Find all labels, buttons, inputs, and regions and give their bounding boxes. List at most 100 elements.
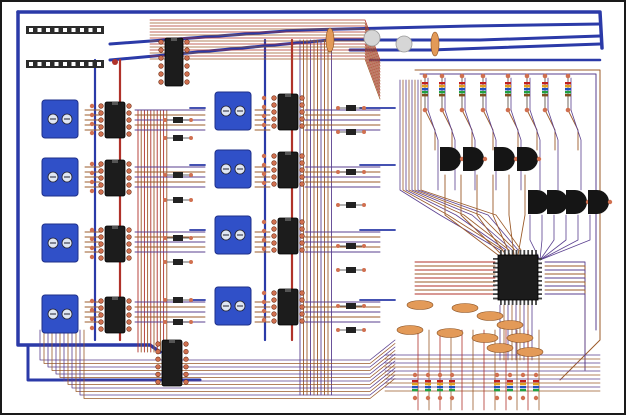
gate-to-mcu-trace <box>420 79 522 251</box>
routing-top <box>149 43 381 85</box>
resistor-vertical <box>480 73 486 113</box>
resistor-pad <box>336 203 340 207</box>
mcu-fanout-right <box>544 293 586 371</box>
potentiometer-body <box>41 223 79 263</box>
ic-pad <box>184 47 190 53</box>
resistor-pad <box>542 73 548 79</box>
resistor-pad <box>533 395 539 401</box>
ic-body <box>164 37 184 87</box>
gate-to-mcu-trace <box>405 79 507 251</box>
ic-pad <box>184 71 190 77</box>
logic-gate <box>517 147 542 171</box>
resistor-pad <box>189 320 193 324</box>
ic-pad <box>126 168 132 174</box>
pot-pad <box>261 228 267 234</box>
resistor-band <box>425 386 431 389</box>
resistor-pad <box>425 372 431 378</box>
resistor-band <box>520 380 526 383</box>
ic-chip <box>271 288 305 326</box>
resistor-horizontal <box>163 197 193 203</box>
oval-capacitor <box>476 311 504 321</box>
ic-pad <box>271 318 277 324</box>
mcu-pin <box>537 275 542 278</box>
resistor-band <box>412 383 418 386</box>
ic-pad <box>98 234 104 240</box>
resistor-pad <box>362 130 366 134</box>
ic-pad <box>98 110 104 116</box>
gate-output-pad <box>607 199 613 205</box>
ic-pad <box>158 47 164 53</box>
ic-pad <box>98 182 104 188</box>
resistor-horizontal <box>336 169 366 175</box>
ic-chip <box>98 101 132 139</box>
ic-pad <box>183 341 189 347</box>
gate-output-trace <box>539 214 591 261</box>
routing-top <box>149 55 381 97</box>
resistor-pad <box>163 298 167 302</box>
ic-pad <box>98 298 104 304</box>
ic-pad <box>299 219 305 225</box>
header-pin <box>88 62 93 66</box>
resistor-body <box>346 202 356 208</box>
resistor-band <box>437 380 443 383</box>
potentiometer-body <box>214 215 252 255</box>
resistor-pad <box>565 73 571 79</box>
mcu-pin <box>537 297 542 300</box>
resistor-band <box>542 94 548 97</box>
resistor-band <box>542 82 548 85</box>
ic-pad <box>98 248 104 254</box>
ic-pad <box>98 319 104 325</box>
resistor-band <box>425 383 431 386</box>
resistor-horizontal <box>336 243 366 249</box>
ic-pad <box>299 109 305 115</box>
resistor-pad <box>459 73 465 79</box>
resistor-band <box>449 383 455 386</box>
ic-pad <box>155 356 161 362</box>
resistor-vertical <box>542 73 548 113</box>
ic-pad <box>158 71 164 77</box>
pot-pad <box>261 180 267 186</box>
potentiometer <box>214 149 252 189</box>
pot-pad <box>261 237 267 243</box>
resistor-pad <box>189 173 193 177</box>
resistor-band <box>507 383 513 386</box>
header-pin <box>80 62 84 66</box>
resistor-band <box>437 386 443 389</box>
resistor-pad <box>565 107 571 113</box>
ic-pad <box>98 241 104 247</box>
resistor-pad <box>163 260 167 264</box>
ic-pad <box>271 167 277 173</box>
resistor-vertical <box>459 73 465 113</box>
resistor-band <box>565 91 571 94</box>
gate-to-mcu-trace <box>402 79 504 251</box>
pot-pad <box>89 103 95 109</box>
via <box>112 59 118 65</box>
ic-pad <box>299 167 305 173</box>
mcu-pin <box>493 284 498 287</box>
gate-output-trace <box>476 174 507 256</box>
ic-notch <box>285 218 291 221</box>
ic-pad <box>299 174 305 180</box>
ic-pad <box>126 255 132 261</box>
oval-capacitor <box>516 347 544 357</box>
resistor-band <box>565 94 571 97</box>
capacitor-body <box>471 333 499 343</box>
oval-capacitor <box>436 328 464 338</box>
resistor-body <box>346 303 356 309</box>
ic-pad <box>299 160 305 166</box>
ic-pad <box>184 79 190 85</box>
capacitor-body <box>506 333 534 343</box>
ic-pad <box>126 117 132 123</box>
capacitor-body <box>436 328 464 338</box>
ic-pad <box>126 326 132 332</box>
resistor-band <box>565 88 571 91</box>
ic-notch <box>112 226 118 229</box>
resistor-body <box>346 105 356 111</box>
resistor-vertical <box>565 73 571 113</box>
resistor-band <box>422 85 428 88</box>
resistor-pad <box>542 107 548 113</box>
resistor-band <box>437 383 443 386</box>
ic-pad <box>299 102 305 108</box>
ic-pad <box>126 175 132 181</box>
